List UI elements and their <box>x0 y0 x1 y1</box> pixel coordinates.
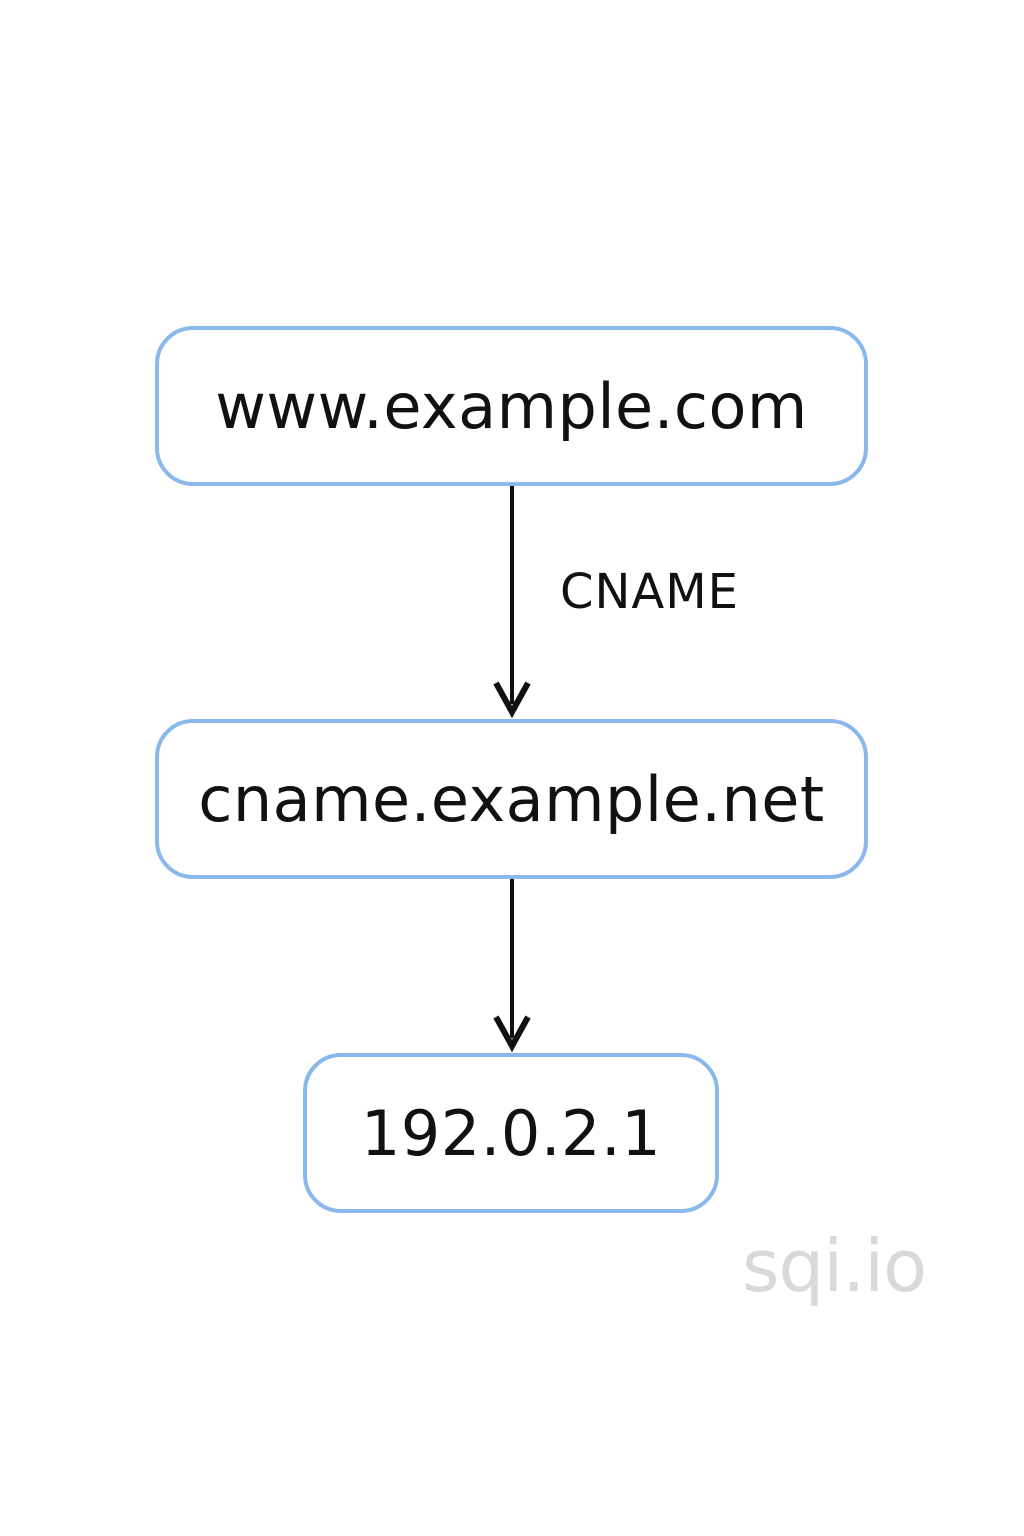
node-ip-address: 192.0.2.1 <box>303 1053 719 1213</box>
node-www-example-com: www.example.com <box>155 326 868 486</box>
watermark-logo: sqi.io <box>742 1224 927 1308</box>
arrowhead-icon <box>493 1015 531 1053</box>
arrowhead-icon <box>493 681 531 719</box>
edge-label-cname: CNAME <box>560 564 739 620</box>
edge-cname-to-ip <box>493 879 531 1053</box>
node-cname-example-net: cname.example.net <box>155 719 868 879</box>
edge-www-to-cname <box>493 486 531 719</box>
